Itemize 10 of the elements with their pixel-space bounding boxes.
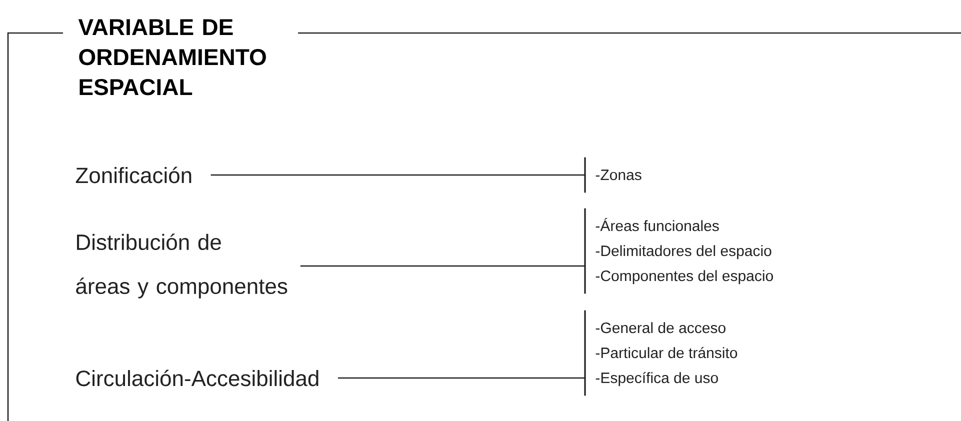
heading: VARIABLE DE ORDENAMIENTO ESPACIAL <box>78 19 266 96</box>
topic-label: Distribución de áreas y componentes <box>76 234 288 298</box>
connector-line <box>300 265 585 267</box>
topic-label: Zonificación <box>76 166 192 184</box>
bracket-list: -Zonas <box>584 157 642 193</box>
connector-line <box>338 377 585 379</box>
connector-line <box>210 174 585 176</box>
bracket-list: -General de acceso -Particular de tránsito -Específica de uso <box>584 310 738 396</box>
topic-label: Circulación-Accesibilidad <box>76 370 318 386</box>
bracket-list: -Áreas funcionales -Delimitadores del espacio -Componentes del espacio <box>584 208 773 294</box>
